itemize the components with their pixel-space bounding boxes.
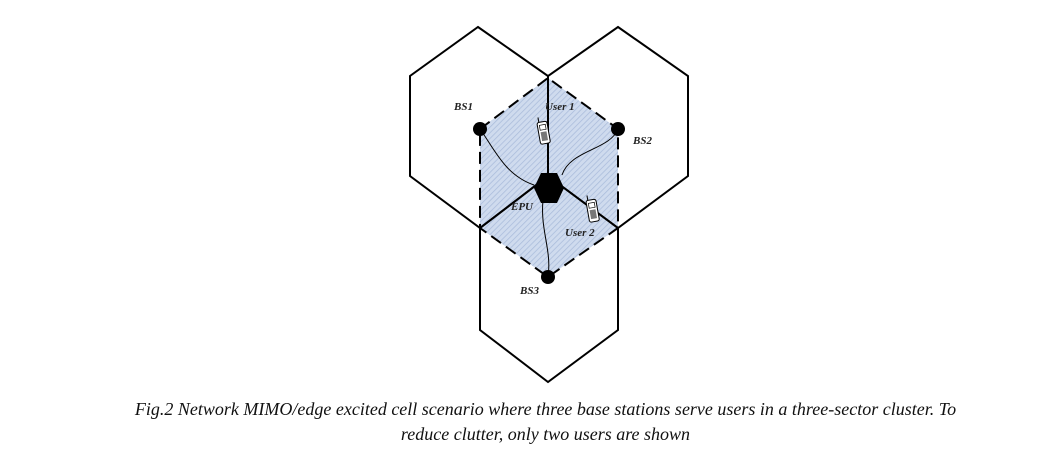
bs1-label: BS1 [453, 101, 473, 113]
bs3-label: BS3 [519, 285, 539, 297]
user1-label: User 1 [545, 101, 575, 113]
bs1-node [473, 122, 487, 136]
phone-icon [585, 195, 600, 223]
figure-caption: Fig.2 Network MIMO/edge excited cell sce… [0, 397, 1061, 447]
caption-line-1: Fig.2 Network MIMO/edge excited cell sce… [134, 399, 957, 419]
bs2-node [611, 122, 625, 136]
cell-bottom [479, 174, 619, 384]
user2-label: User 2 [565, 227, 595, 239]
caption-line-2: reduce clutter, only two users are shown [400, 424, 691, 444]
epu-node [534, 173, 564, 203]
link-bs1-epu [479, 128, 535, 186]
epu-label: EPU [510, 201, 534, 213]
bs2-label: BS2 [632, 135, 652, 147]
phone-icon [536, 117, 551, 145]
bs3-node [541, 270, 555, 284]
link-bs3-epu [542, 199, 550, 278]
